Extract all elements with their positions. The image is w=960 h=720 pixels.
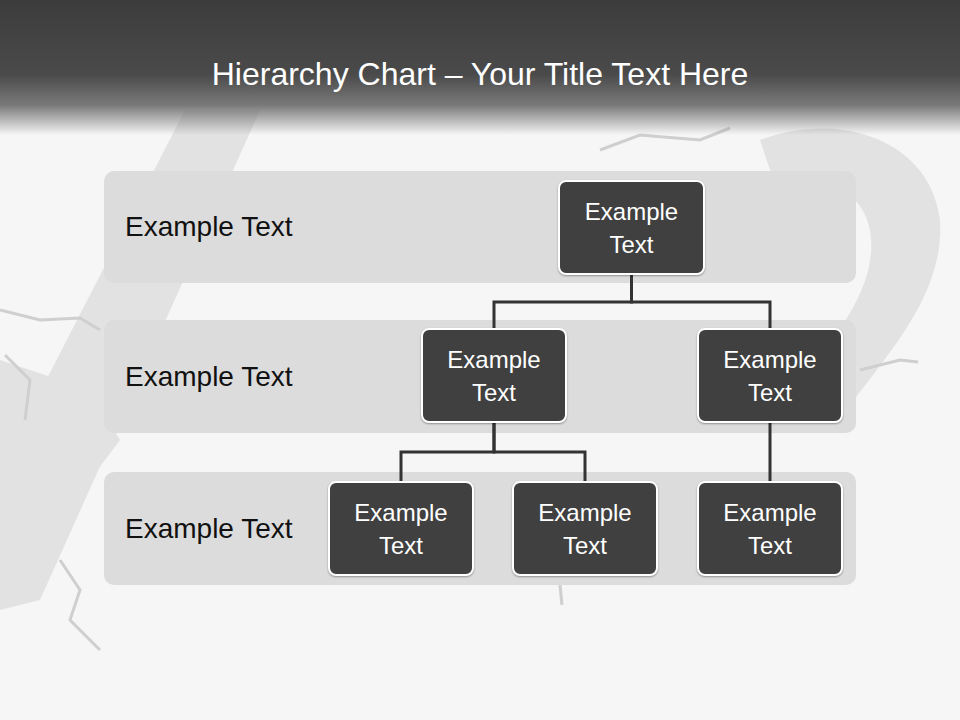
box-label: Example Text	[423, 343, 565, 409]
org-box: Example Text	[512, 481, 658, 576]
ribbon-shapes	[0, 110, 940, 610]
slide-title: Hierarchy Chart – Your Title Text Here	[0, 52, 960, 96]
crack-lines	[0, 128, 918, 650]
box-label: Example Text	[699, 343, 841, 409]
box-label: Example Text	[560, 195, 703, 261]
level-label: Example Text	[125, 512, 293, 546]
level-band: Example Text Example Text	[104, 171, 856, 283]
org-box: Example Text	[697, 328, 843, 423]
level-label: Example Text	[125, 360, 293, 394]
tree-connector	[769, 423, 772, 481]
org-box: Example Text	[558, 180, 705, 275]
level-band: Example Text Example Text Example Text	[104, 320, 856, 433]
org-box: Example Text	[697, 481, 843, 576]
box-label: Example Text	[514, 496, 656, 562]
level-label: Example Text	[125, 210, 293, 244]
box-label: Example Text	[330, 496, 472, 562]
org-box: Example Text	[328, 481, 474, 576]
org-box: Example Text	[421, 328, 567, 423]
level-band: Example Text Example Text Example Text Exam…	[104, 472, 856, 585]
box-label: Example Text	[699, 496, 841, 562]
